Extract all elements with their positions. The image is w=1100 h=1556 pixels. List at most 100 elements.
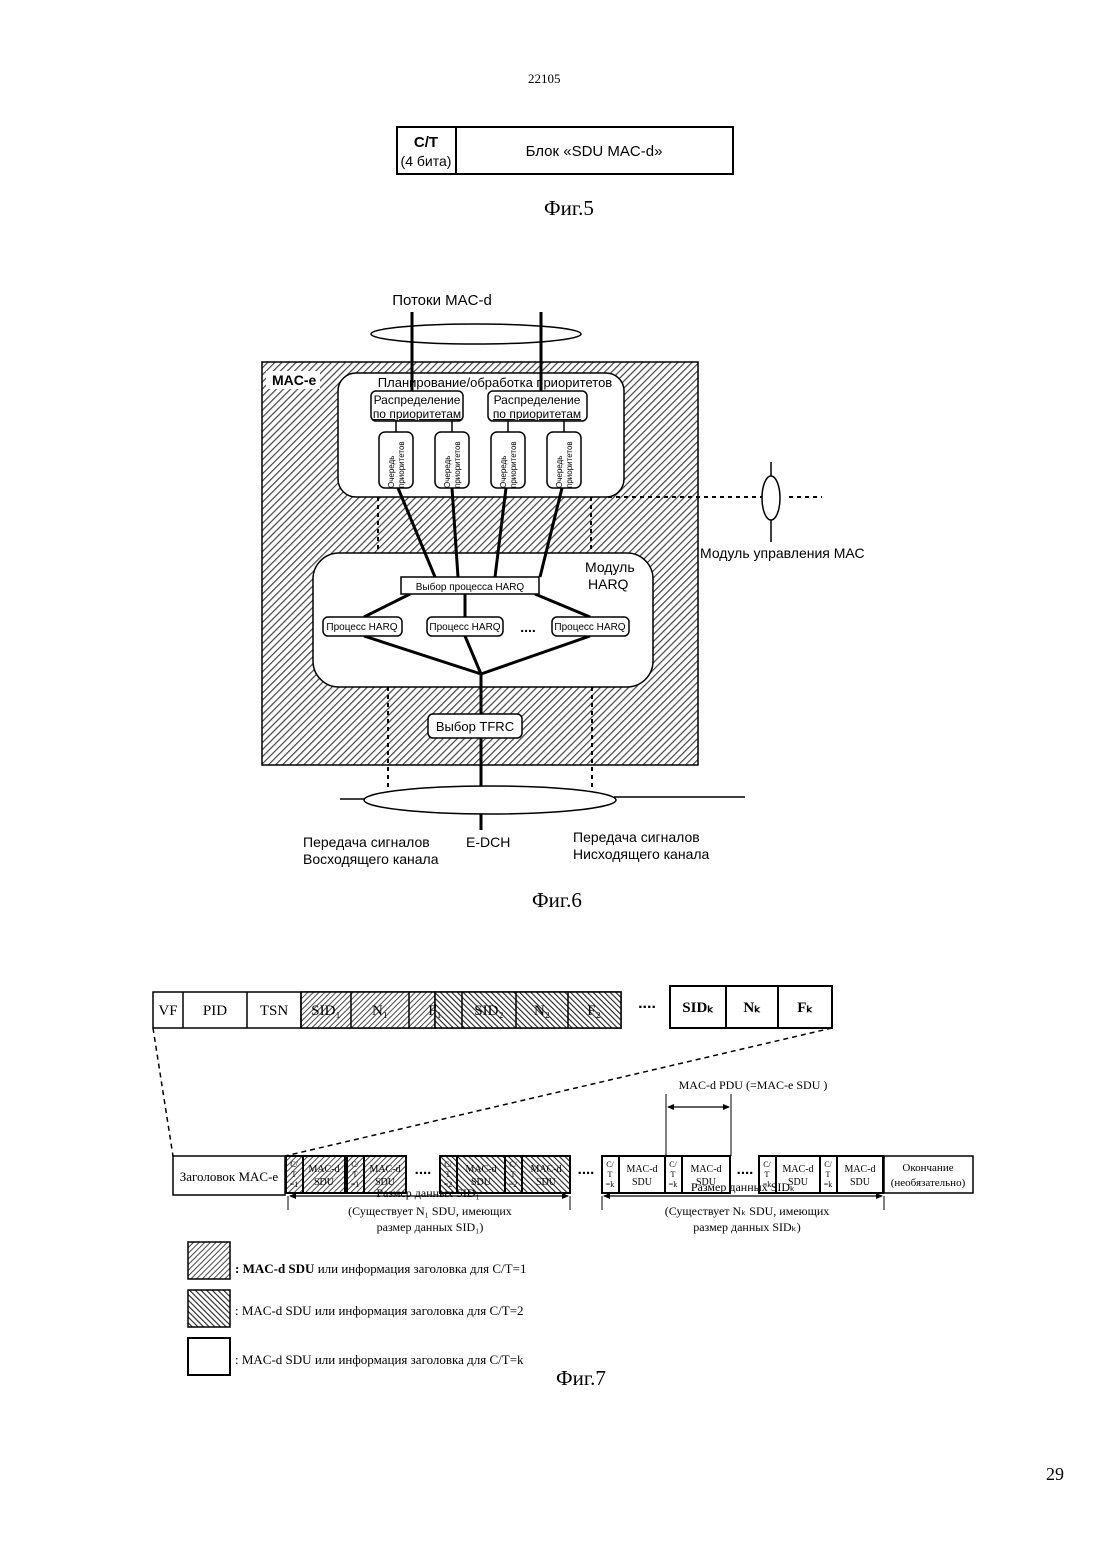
fig7-sdu-5-l2: SDU [632, 1177, 653, 1188]
fig7-expand-right [285, 1028, 832, 1156]
fig7-ct-top-8: C/ [824, 1160, 832, 1169]
fig7-notek-l2: размер данных SIDₖ) [693, 1220, 801, 1234]
fig6-flows-ellipse [371, 324, 581, 344]
fig7-ct-mid-2: T [353, 1170, 358, 1179]
fig7-sdu-6-l1: MAC-d [690, 1164, 721, 1175]
fig7-dots-3: .... [737, 1161, 754, 1178]
fig7-ct-mid-1: T [292, 1170, 297, 1179]
fig6-tfrc-label: Выбор TFRC [436, 719, 514, 734]
fig7-note1-l1: (Существует N₁ SDU, имеющих [348, 1204, 512, 1218]
fig7-sdu-3-l1: MAC-d [465, 1164, 496, 1175]
fig7-pdu-label: MAC-d PDU (=MAC-e SDU ) [679, 1078, 828, 1092]
fig6-queue-2-l2: приоритетов [453, 441, 462, 488]
fig6-queue-1-l1: Очередь [387, 456, 396, 488]
fig7-dots-1: .... [415, 1161, 432, 1178]
fig7-legend-ct2: : MAC-d SDU или информация заголовка для… [235, 1303, 524, 1318]
fig7-notek-l1: (Существует Nₖ SDU, имеющих [665, 1204, 830, 1218]
fig7-ct-mid-7: T [765, 1170, 770, 1179]
fig6-downlink-l2: Нисходящего канала [573, 846, 710, 862]
fig6-mac-control-ellipse [762, 476, 780, 520]
fig7-ct-bot-2: =1 [351, 1180, 360, 1189]
fig7-ct-mid-4: T [511, 1170, 516, 1179]
fig7-mac-e-header: Заголовок MAC-e [180, 1169, 279, 1184]
fig7-field-f1: F₁ [428, 1003, 442, 1019]
fig7-sdu-8-l2: SDU [850, 1177, 871, 1188]
fig7-dots-2: .... [578, 1161, 595, 1178]
fig6-edch-label: E-DCH [466, 834, 510, 850]
fig7-field-n2: N₂ [534, 1003, 550, 1019]
fig7-size-sidk: Размер данных SIDₖ [691, 1180, 795, 1194]
fig7-ct-mid-5: T [608, 1170, 613, 1179]
fig7-expand-left [153, 1028, 173, 1156]
fig7-field-sid2: SID₂ [474, 1003, 503, 1019]
fig6-queue-4-l1: Очередь [555, 456, 564, 488]
fig7-ct-bot-5: =k [606, 1180, 615, 1189]
fig6-queue-3-l2: приоритетов [509, 441, 518, 488]
fig7-padding-l1: Окончание [902, 1162, 953, 1174]
fig7-padding-l2: (необязательно) [891, 1177, 966, 1189]
fig7-ct-top-6: C/ [669, 1160, 677, 1169]
fig7-sdu-7-l1: MAC-d [782, 1164, 813, 1175]
fig7-field-vf: VF [158, 1003, 177, 1019]
fig7-ct-bot-6: =k [669, 1180, 678, 1189]
fig7-ct-bot-1: =1 [290, 1180, 299, 1189]
fig6-downlink-l1: Передача сигналов [573, 829, 700, 845]
fig7-sdu-4-l2: SDU [536, 1177, 557, 1188]
fig7-sdu-1-l2: SDU [314, 1177, 335, 1188]
fig6-queue-1-l2: приоритетов [397, 441, 406, 488]
fig7-field-tsn: TSN [260, 1003, 289, 1019]
fig6-uplink-l1: Передача сигналов [303, 834, 430, 850]
fig6-queue-2-l1: Очередь [443, 456, 452, 488]
fig7-legend-ctk: : MAC-d SDU или информация заголовка для… [235, 1352, 524, 1367]
fig7-legend-swatch-ct1 [188, 1242, 230, 1279]
fig7-legend-swatch-ct2 [188, 1290, 230, 1327]
fig7-ct-mid-6: T [671, 1170, 676, 1179]
fig7-ct-top-7: C/ [763, 1160, 771, 1169]
fig7-ct-top-2: C/ [351, 1160, 359, 1169]
fig7-ct-top-1: C/ [290, 1160, 298, 1169]
fig7-sdu-5-l1: MAC-d [626, 1164, 657, 1175]
fig6-queue-4-l2: приоритетов [565, 441, 574, 488]
fig6-mac-control-label: Модуль управления МАС [700, 545, 865, 561]
fig6-harq-dots: .... [520, 619, 536, 635]
fig7-field-n1: N₁ [372, 1003, 388, 1019]
fig6-distribution-2-l2: по приоритетам [493, 407, 581, 421]
fig7-ct-mid-3: T [446, 1170, 451, 1179]
fig7-ct-top-3: C/ [444, 1160, 452, 1169]
fig6-priority-queue-2 [435, 432, 469, 488]
fig6-priority-queue-4 [547, 432, 581, 488]
fig7-field-sidk: SIDₖ [682, 1000, 714, 1016]
fig7-field-f2: F₂ [587, 1003, 601, 1019]
fig6-harq-module-l2: HARQ [588, 576, 629, 592]
fig7-note1-l2: размер данных SID₁) [377, 1220, 484, 1234]
fig7-field-nk: Nₖ [743, 1000, 761, 1016]
fig6-caption: Фиг.6 [532, 888, 582, 913]
fig7-size-sid1: Размер данных SID₁ [376, 1186, 479, 1200]
fig7-sdu-4-l1: MAC-d [530, 1164, 561, 1175]
fig7-legend-swatch-ctk [188, 1338, 230, 1375]
page-number: 29 [1046, 1464, 1064, 1485]
fig6-queue-3-l1: Очередь [499, 456, 508, 488]
fig6-priority-queue-3 [491, 432, 525, 488]
fig7-field-fk: Fₖ [797, 1000, 813, 1016]
fig6-distribution-1-l2: по приоритетам [373, 407, 461, 421]
fig7-sdu-1-l1: MAC-d [308, 1164, 339, 1175]
fig6-distribution-1-l1: Распределение [374, 393, 461, 407]
fig6-priority-queue-1 [379, 432, 413, 488]
fig7-sdu-2-l1: MAC-d [369, 1164, 400, 1175]
fig6-harq-select-label: Выбор процесса HARQ [416, 581, 525, 593]
fig7-ct-top-4: C/ [509, 1160, 517, 1169]
fig7-header-dots: .... [638, 995, 656, 1012]
fig6-channel-ellipse [364, 786, 616, 814]
fig7-field-sid1: SID₁ [311, 1003, 340, 1019]
fig7-caption: Фиг.7 [556, 1366, 606, 1391]
fig6-diagram: Потоки MAC-d MAC-e Планирование/обработк… [0, 0, 1100, 960]
fig6-harq-module-l1: Модуль [585, 559, 635, 575]
fig7-legend-ct1: : MAC-d SDU или информация заголовка для… [235, 1261, 526, 1276]
fig6-harq-process-3-label: Процесс HARQ [554, 622, 625, 633]
fig7-ct-bot-8: =k [824, 1180, 833, 1189]
fig7-field-pid: PID [203, 1003, 227, 1019]
fig6-harq-process-1-label: Процесс HARQ [326, 622, 397, 633]
fig7-diagram: VF PID TSN SID₁ N₁ F₁ SID₂ N₂ F₂ .... SI… [0, 960, 1100, 1400]
fig6-distribution-2-l1: Распределение [494, 393, 581, 407]
